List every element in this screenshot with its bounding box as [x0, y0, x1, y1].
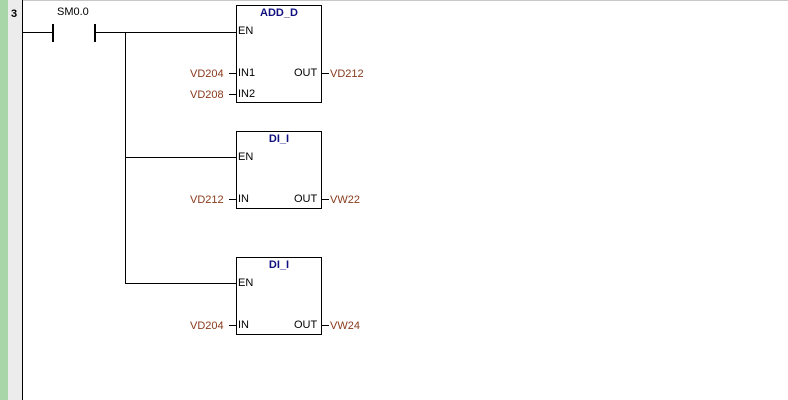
add-d-in2-operand[interactable]: VD208	[190, 89, 224, 101]
network-separator	[22, 0, 788, 1]
add-d-block[interactable]: ADD_D	[236, 5, 322, 103]
add-d-in1-stub	[229, 73, 237, 74]
di-i-2-in-operand[interactable]: VD204	[190, 320, 224, 332]
di-i-1-in-pin: IN	[238, 193, 249, 205]
contact-address-label[interactable]: SM0.0	[57, 6, 89, 18]
di-i-1-in-stub	[229, 199, 237, 200]
network-gutter[interactable]	[8, 0, 22, 400]
rail-to-contact-wire	[23, 32, 53, 33]
branch-to-di-i-2-wire	[125, 283, 237, 284]
add-d-out-operand[interactable]: VD212	[330, 68, 364, 80]
di-i-2-in-stub	[229, 325, 237, 326]
di-i-1-title: DI_I	[268, 133, 290, 145]
di-i-block-1[interactable]: DI_I	[236, 131, 322, 209]
contact-to-add-wire	[96, 32, 237, 33]
add-d-title: ADD_D	[260, 7, 298, 19]
di-i-2-title: DI_I	[268, 259, 290, 271]
di-i-1-out-stub	[321, 199, 329, 200]
add-d-en-pin: EN	[238, 25, 254, 37]
di-i-2-out-stub	[321, 325, 329, 326]
di-i-2-out-operand[interactable]: VW24	[330, 320, 360, 332]
contact-right-plate[interactable]	[94, 24, 96, 42]
di-i-block-2[interactable]: DI_I	[236, 257, 322, 335]
left-margin-bar	[0, 0, 8, 400]
add-d-in1-pin: IN1	[238, 67, 256, 79]
di-i-2-in-pin: IN	[238, 319, 249, 331]
di-i-1-en-pin: EN	[238, 151, 254, 163]
di-i-1-in-operand[interactable]: VD212	[190, 194, 224, 206]
di-i-1-out-pin: OUT	[294, 193, 318, 205]
add-d-in2-stub	[229, 94, 237, 95]
di-i-1-out-operand[interactable]: VW22	[330, 194, 360, 206]
di-i-2-out-pin: OUT	[294, 319, 318, 331]
add-d-in1-operand[interactable]: VD204	[190, 68, 224, 80]
add-d-out-stub	[321, 73, 329, 74]
add-d-out-pin: OUT	[294, 67, 318, 79]
branch-vertical-wire	[125, 32, 126, 284]
branch-to-di-i-1-wire	[125, 157, 237, 158]
contact-left-plate[interactable]	[52, 24, 54, 42]
network-number: 3	[11, 8, 18, 20]
left-power-rail	[22, 0, 23, 400]
add-d-in2-pin: IN2	[238, 88, 256, 100]
di-i-2-en-pin: EN	[238, 277, 254, 289]
